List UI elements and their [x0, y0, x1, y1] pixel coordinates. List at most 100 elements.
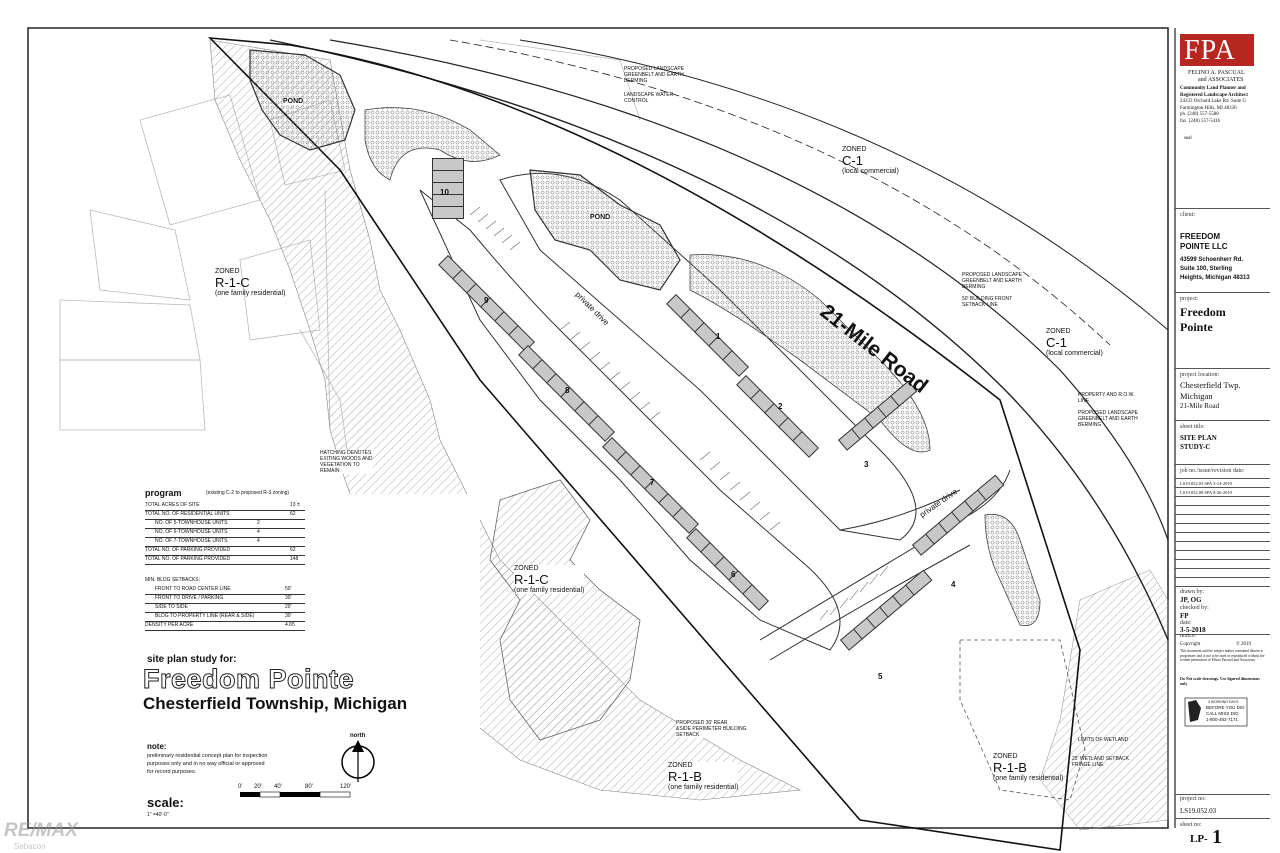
program-row-key: TOTAL NO. OF PARKING PROVIDED — [145, 556, 231, 562]
parking-stalls — [469, 206, 889, 621]
scale-tick-20: 20' — [254, 784, 262, 790]
building-label-7: 7 — [650, 478, 655, 487]
scale-bar — [240, 791, 351, 798]
wetland-limit — [959, 639, 1086, 801]
note-hatching: HATCHING DENOTES EXITING WOODS AND VEGET… — [320, 450, 373, 474]
building-label-3: 3 — [864, 460, 869, 469]
north-label: north — [350, 733, 366, 739]
program-row-key: TOTAL NO. OF PARKING PROVIDED — [145, 547, 231, 553]
do-not-scale: Do Not scale drawings. Use figured dimen… — [1180, 676, 1260, 686]
pond-2 — [529, 169, 681, 291]
setback-row: BLDG TO PROPERTY LINE (REAR & SIDE)30' — [145, 611, 305, 622]
revision-line — [1175, 487, 1270, 488]
note-property-row: PROPERTY AND R.O.W. LINE — [1078, 392, 1135, 404]
drawn-by: JP, OG — [1180, 596, 1202, 604]
berm-1 — [364, 107, 501, 181]
revision-line — [1175, 550, 1270, 551]
setbacks-title: MIN. BLDG SETBACKS: — [145, 577, 201, 583]
revision-line — [1175, 478, 1270, 479]
checked-label: checked by: — [1180, 605, 1209, 611]
zone-r1b-right: ZONED R-1-B (one family residential) — [993, 753, 1064, 782]
revision-line — [1175, 532, 1270, 533]
program-row: NO. OF 7-TOWNHOUSE UNITS 4 — [145, 536, 305, 547]
firm-details: Community Land Planner and Registered La… — [1180, 86, 1248, 124]
program-row-value: 62 — [290, 511, 296, 517]
building-label-9: 9 — [484, 296, 489, 305]
setback-row-key: DENSITY PER ACRE — [145, 622, 194, 628]
firm-name2: and ASSOCIATES — [1198, 77, 1244, 83]
client-addr1: 43599 Schoenherr Rd. — [1180, 257, 1244, 263]
pond-label-2: POND — [590, 214, 611, 221]
drawn-label: drawn by: — [1180, 589, 1205, 595]
building-label-4: 4 — [951, 580, 956, 589]
scale-tick-80: 80' — [305, 784, 313, 790]
sheet-border — [27, 27, 1169, 829]
program-row-key: NO. OF 7-TOWNHOUSE UNITS — [155, 538, 228, 544]
zone-r1b-bottom: ZONED R-1-B (one family residential) — [668, 762, 739, 791]
setback-row-key: FRONT TO DRIVE / PARKING — [155, 595, 224, 601]
miss-dig-4: 1-800-482-7171 — [1206, 717, 1239, 722]
note-label: note: — [147, 742, 167, 751]
copyright-year: © 2019 — [1236, 642, 1252, 647]
revision-line — [1175, 505, 1270, 506]
sheet-no-label: sheet no: — [1180, 822, 1202, 828]
program-row-key: NO. OF 5-TOWNHOUSE UNITS — [155, 520, 228, 526]
program-row-value: 2 — [257, 520, 260, 526]
building-label-2: 2 — [778, 402, 783, 411]
project-no: LS19.052.03 — [1180, 807, 1217, 815]
scale-label: scale: — [147, 795, 184, 810]
seal-label: seal — [1184, 136, 1192, 141]
program-row-value: 4 — [257, 538, 260, 544]
program-row-key: TOTAL ACRES OF SITE — [145, 502, 200, 508]
revision-2: LS19.052.08 SPA 8-26-2019 — [1180, 490, 1232, 495]
revision-line — [1175, 541, 1270, 542]
watermark-brand: RE/MAX — [4, 820, 78, 841]
program-row: TOTAL NO. OF RESIDENTIAL UNITS 62 — [145, 509, 305, 520]
project-no-label: project no: — [1180, 796, 1206, 802]
program-row-key: NO. OF 6-TOWNHOUSE UNITS — [155, 529, 228, 535]
existing-woods-hatch — [209, 39, 802, 801]
miss-dig-3: CALL MISS DIG — [1206, 711, 1239, 716]
sheet-title-label: sheet title: — [1180, 424, 1205, 430]
program-row: NO. OF 6-TOWNHOUSE UNITS 4 — [145, 527, 305, 538]
checked-by: FP — [1180, 612, 1189, 620]
building-label-8: 8 — [565, 386, 570, 395]
firm-logo-letters: FPA — [1184, 35, 1236, 66]
firm-name: FELINO A. PASCUAL — [1188, 70, 1245, 76]
project-name: Freedom — [1180, 305, 1226, 319]
job-label: job no./issue/revision date: — [1180, 468, 1245, 474]
program-row-value: 4 — [257, 529, 260, 535]
setback-row-key: BLDG TO PROPERTY LINE (REAR & SIDE) — [155, 613, 255, 619]
program-row-key: TOTAL NO. OF RESIDENTIAL UNITS — [145, 511, 230, 517]
client-addr2: Suite 100, Sterling — [1180, 266, 1233, 272]
scale-tick-0: 0' — [238, 784, 243, 790]
pond-label-1: POND — [283, 98, 304, 105]
note-building-setback: 50' BUILDING FRONT SETBACK LINE — [962, 296, 1013, 308]
date-label: date: — [1180, 620, 1192, 626]
woods-hatch-right — [1039, 569, 1169, 831]
scale-tick-40: 40' — [274, 784, 282, 790]
project-loc3: 21-Mile Road — [1180, 402, 1220, 410]
client-label: client: — [1180, 212, 1195, 218]
revision-line — [1175, 496, 1270, 497]
sheet-no-prefix: LP- — [1190, 833, 1208, 845]
program-title: program — [145, 488, 182, 498]
project-loc2: Michigan — [1180, 391, 1213, 401]
note-greenbelt-mid: PROPOSED LANDSCAPE GREENBELT AND EARTH B… — [962, 272, 1023, 290]
sheet-title2: STUDY-C — [1180, 443, 1211, 451]
note-text: preliminary residential concept plan for… — [147, 753, 268, 775]
scale-tick-120: 120' — [340, 784, 352, 790]
sheet-date: 3-5-2018 — [1180, 626, 1206, 634]
setback-row-value: 30' — [285, 595, 292, 601]
project-name2: Pointe — [1180, 320, 1213, 334]
copyright-label: Copyright — [1180, 642, 1201, 647]
building-label-1: 1 — [716, 332, 721, 341]
zone-c1-right: ZONED C-1 (local commercial) — [1046, 328, 1103, 357]
revision-line — [1175, 559, 1270, 560]
program-row: NO. OF 5-TOWNHOUSE UNITS 2 — [145, 518, 305, 529]
watermark-sub: Sebacon — [14, 842, 46, 851]
